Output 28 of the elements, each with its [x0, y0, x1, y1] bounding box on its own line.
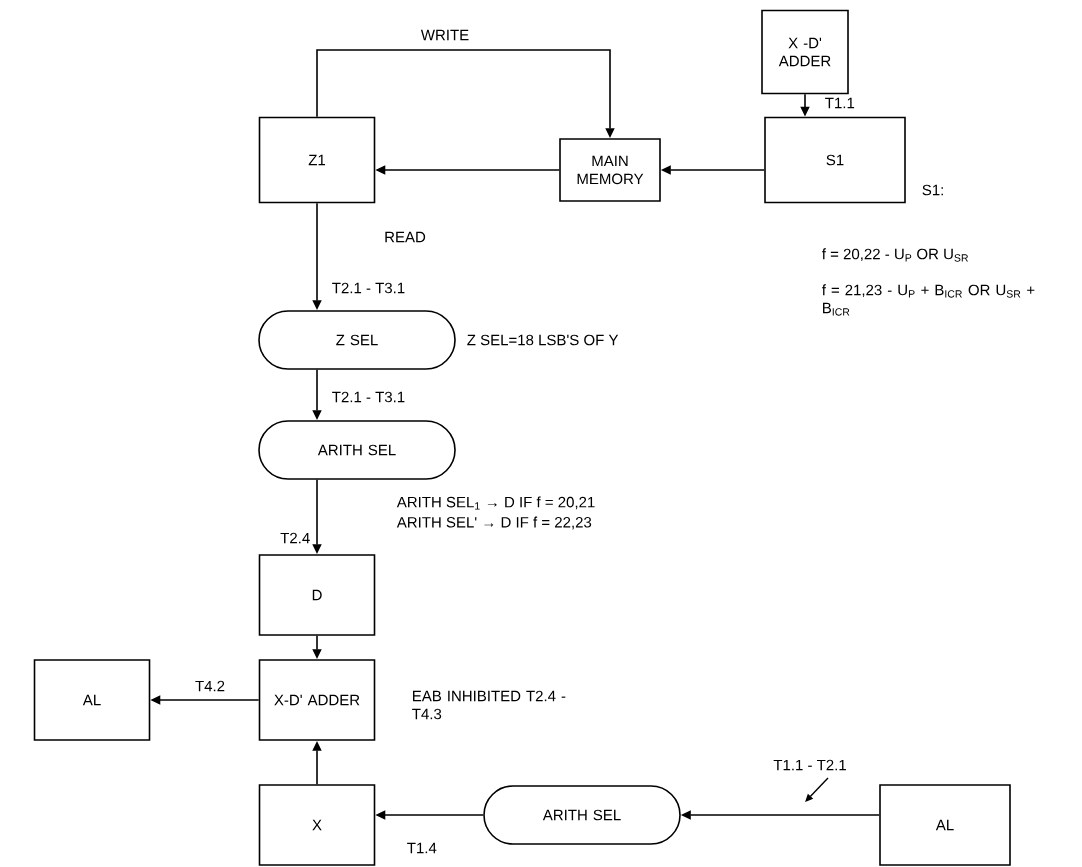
process-box: AL	[879, 784, 1011, 866]
process-box: AL	[33, 659, 151, 741]
note-text: EAB INHIBITED T2.4 - T4.3	[412, 690, 566, 720]
note-text: ARITH SEL' → D IF f = 22,23	[396, 516, 592, 530]
edge-label: T1.1	[823, 96, 856, 110]
selector-terminal: ARITH SEL	[483, 785, 681, 845]
edge-label: T4.2	[194, 679, 226, 693]
note-text: ARITH SEL$_{1}$ → D IF f = 20,21	[396, 496, 595, 510]
note-text: Z SEL=18 LSB'S OF Y	[467, 334, 619, 346]
note-text: S1:	[922, 184, 943, 196]
edge-label: READ	[383, 230, 427, 244]
edge-label: T2.1 - T3.1	[330, 390, 407, 404]
process-box: S1	[764, 116, 906, 204]
edge-label: T1.4	[405, 841, 438, 855]
note-text: f = 21,23 - U$_{P}$ + B$_{ICR}$ OR U$_{SR}$ + B$_{ICR}$	[822, 284, 1035, 316]
process-box: X	[258, 784, 376, 866]
edge-label: WRITE	[419, 28, 471, 42]
edge-label: T2.4	[279, 531, 312, 545]
process-box: Z1	[258, 116, 376, 204]
process-box: MAIN MEMORY	[559, 138, 661, 202]
note-text: f = 20,22 - U$_{P}$ OR U$_{SR}$	[822, 248, 969, 262]
selector-terminal: ARITH SEL	[258, 420, 456, 480]
selector-terminal: Z SEL	[258, 310, 456, 370]
edge-label: T2.1 - T3.1	[330, 281, 407, 295]
process-box: X-D' ADDER	[258, 659, 376, 741]
edge-label: T1.1 - T2.1	[772, 758, 848, 772]
process-box: D	[258, 554, 376, 636]
process-box: X -D' ADDER	[761, 9, 849, 95]
